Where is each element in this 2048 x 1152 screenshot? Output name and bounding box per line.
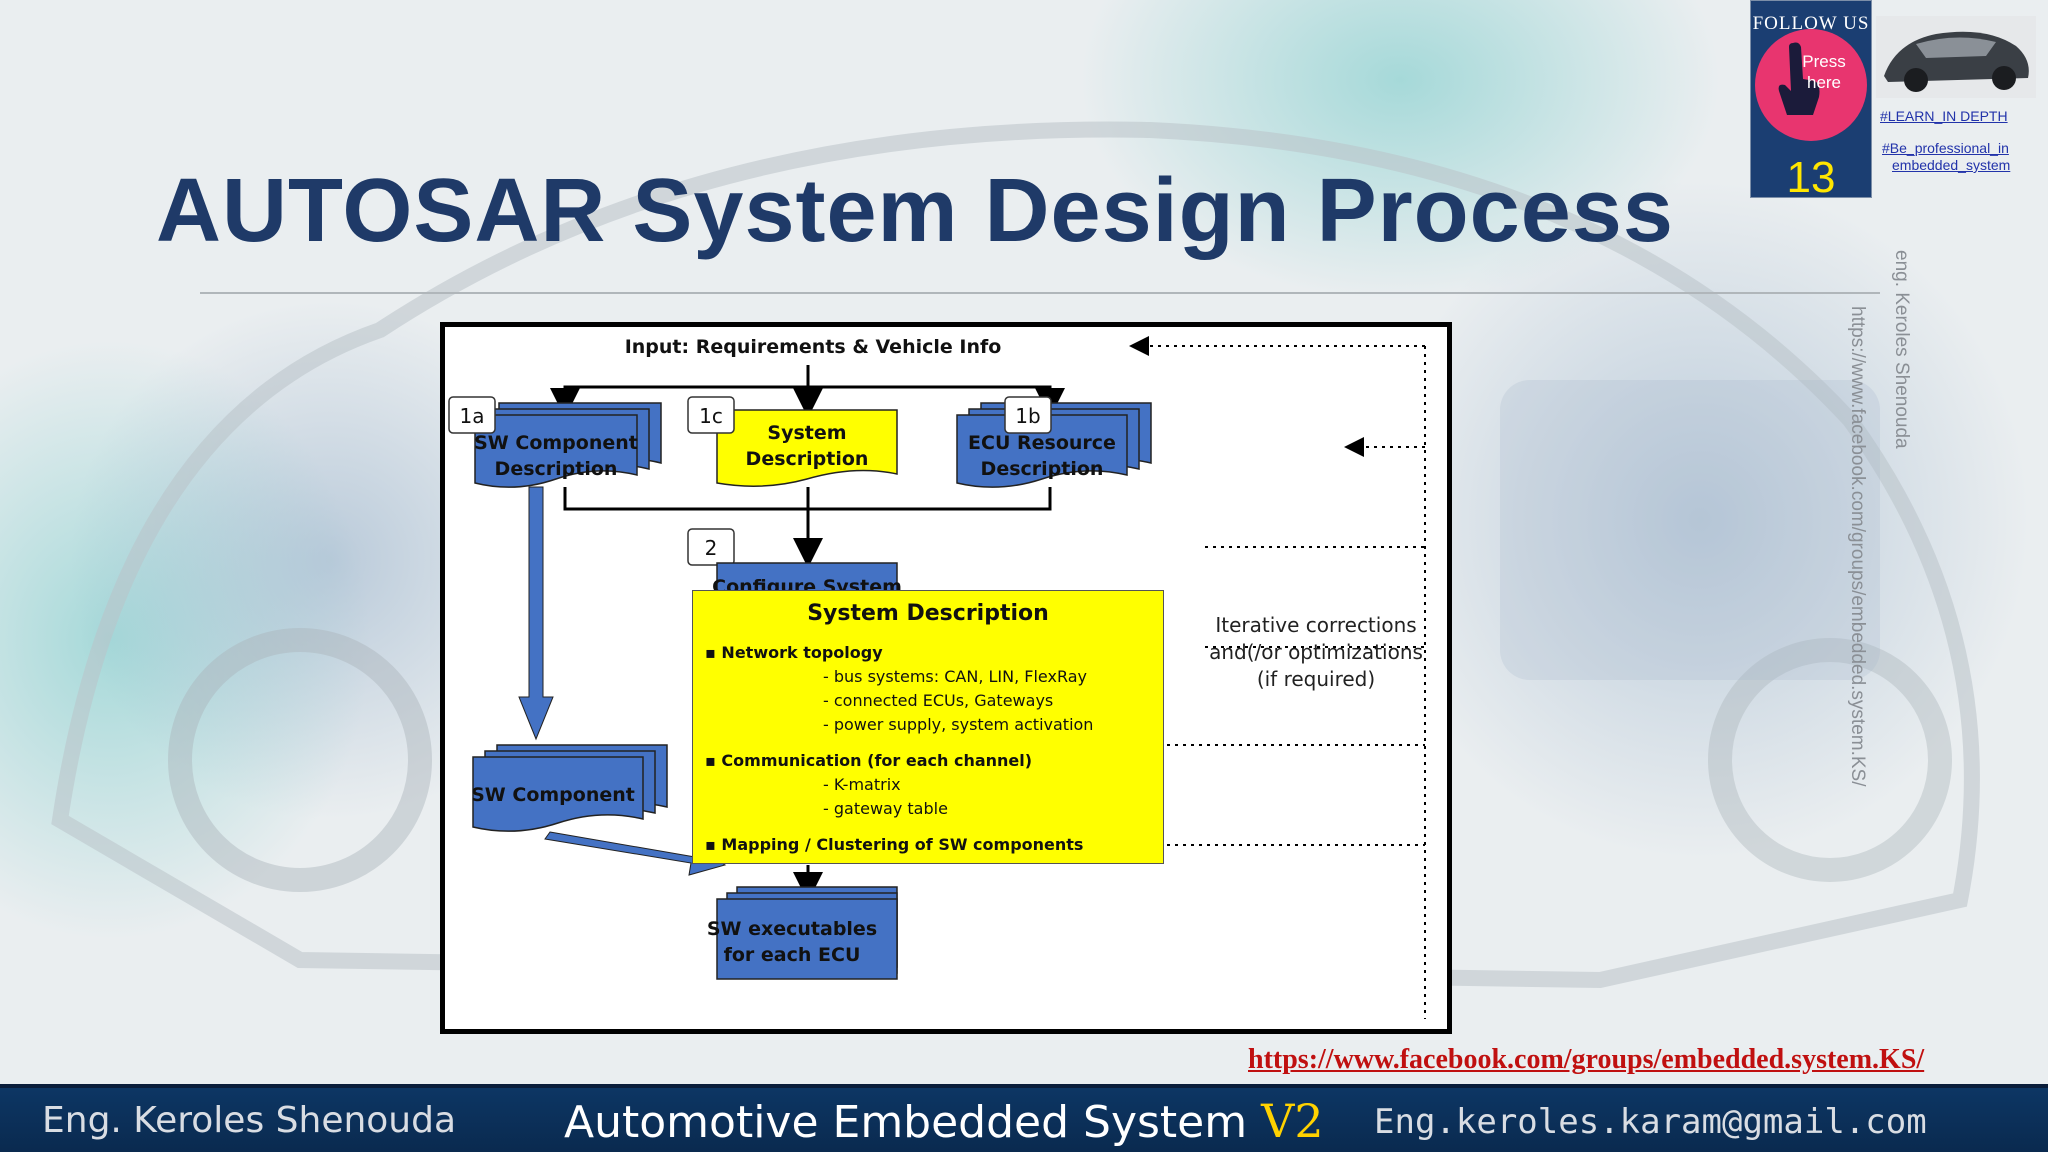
arrow-swcd-to-swc <box>518 486 554 741</box>
system-description-popup: System Description ▪ Network topology - … <box>692 590 1164 864</box>
input-label: Input: Requirements & Vehicle Info <box>625 336 1002 358</box>
iterative-line-2: and(/or optimizations <box>1209 640 1423 664</box>
follow-number: 13 <box>1786 153 1836 202</box>
car-thumbnail-image <box>1876 16 2036 98</box>
tag-1c-box <box>687 396 735 434</box>
vertical-author-name: eng. Keroles Shenouda <box>1891 250 1912 449</box>
sw-executables-box <box>716 898 898 980</box>
tag-1b-box <box>1004 396 1052 434</box>
ecu-resource-description-doc <box>956 414 1128 488</box>
ecurd-line-1: ECU Resource <box>968 432 1116 454</box>
popup-title: System Description <box>807 601 1049 626</box>
tag-1a: 1a <box>460 404 485 428</box>
mapping-label: Mapping / Clustering of SW components <box>721 835 1084 854</box>
sw-executables-line-2: for each ECU <box>724 944 861 966</box>
bullet-network-topology: ▪ Network topology <box>705 643 883 662</box>
communication-label: Communication (for each channel) <box>721 751 1033 770</box>
sw-executables-line-1: SW executables <box>707 918 877 940</box>
sw-component-doc <box>472 756 644 832</box>
facebook-group-link[interactable]: https://www.facebook.com/groups/embedded… <box>1248 1044 1925 1075</box>
nt-item-3: - power supply, system activation <box>823 715 1094 734</box>
tag-1c: 1c <box>699 404 723 428</box>
footer-author: Eng. Keroles Shenouda <box>42 1100 457 1141</box>
nt-item-2: - connected ECUs, Gateways <box>823 691 1054 710</box>
iterative-line-3: (if required) <box>1256 667 1376 691</box>
footer-course-title: Automotive Embedded System V2 <box>564 1094 1324 1148</box>
iterative-note: Iterative corrections and(/or optimizati… <box>1196 612 1436 693</box>
swcd-line-1: SW Component <box>474 432 638 454</box>
footer-email: Eng.keroles.karam@gmail.com <box>1374 1102 1927 1142</box>
be-professional-tag[interactable]: #Be_professional_in <box>1882 140 2009 156</box>
sysdesc-line-1: System <box>767 422 846 444</box>
tag-1a-box <box>448 396 496 434</box>
nt-item-1: - bus systems: CAN, LIN, FlexRay <box>823 667 1087 686</box>
tag-1b: 1b <box>1015 404 1040 428</box>
tag-2: 2 <box>705 536 718 560</box>
sysdesc-line-2: Description <box>746 448 869 470</box>
footer-course-text: Automotive Embedded System <box>564 1097 1262 1148</box>
slide-title: AUTOSAR System Design Process <box>156 161 1674 261</box>
title-divider <box>200 292 1880 294</box>
tag-2-box <box>687 528 735 566</box>
iterative-line-1: Iterative corrections <box>1215 613 1417 637</box>
comm-item-2: - gateway table <box>823 799 948 818</box>
press-line-1: Press <box>1802 52 1846 71</box>
press-here-text: Press here <box>1789 51 1859 93</box>
sw-component-description-doc <box>474 414 638 488</box>
network-topology-label: Network topology <box>721 643 883 662</box>
sw-component-label: SW Component <box>471 784 635 806</box>
bullet-mapping: ▪ Mapping / Clustering of SW components <box>705 835 1084 854</box>
footer-version: V2 <box>1261 1094 1324 1148</box>
ecurd-line-2: Description <box>981 458 1104 480</box>
learn-in-depth-tag[interactable]: #LEARN_IN DEPTH <box>1880 108 2008 124</box>
follow-us-label: FOLLOW US <box>1752 13 1870 34</box>
follow-us-button[interactable]: FOLLOW US Press here 13 <box>1750 0 1872 202</box>
press-line-2: here <box>1806 73 1842 92</box>
footer-bar: Eng. Keroles Shenouda Automotive Embedde… <box>0 1084 2048 1152</box>
comm-item-1: - K-matrix <box>823 775 901 794</box>
vertical-group-url: https://www.facebook.com/groups/embedded… <box>1847 306 1868 787</box>
system-description-doc <box>716 409 898 487</box>
bullet-communication: ▪ Communication (for each channel) <box>705 751 1033 770</box>
embedded-system-tag[interactable]: embedded_system <box>1892 157 2011 173</box>
swcd-line-2: Description <box>495 458 618 480</box>
pointing-hand-icon <box>1778 42 1820 115</box>
